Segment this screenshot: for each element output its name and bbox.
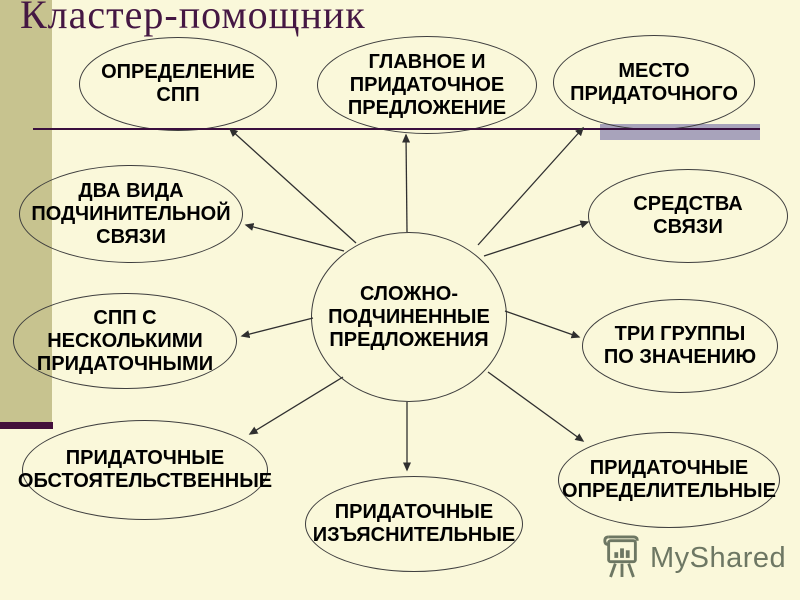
node-label: ГЛАВНОЕ И ПРИДАТОЧНОЕ ПРЕДЛОЖЕНИЕ <box>347 50 507 119</box>
node-label: ПРИДАТОЧНЫЕ ОБСТОЯТЕЛЬСТВЕННЫЕ <box>17 447 273 492</box>
easel-chart-icon <box>601 531 643 586</box>
connector-to-spp-s-neskolkimi <box>240 317 314 339</box>
node-label: МЕСТО ПРИДАТОЧНОГО <box>570 59 738 105</box>
horizontal-divider-line <box>33 128 760 130</box>
node-dva-vida-podchinitelnoy-svyazi: ДВА ВИДА ПОДЧИНИТЕЛЬНОЙ СВЯЗИ <box>19 165 243 263</box>
slide-title: Кластер-помощник <box>20 0 366 37</box>
node-label: СЛОЖНО- ПОДЧИНЕННЫЕ ПРЕДЛОЖЕНИЯ <box>328 282 490 351</box>
node-tri-gruppy-po-znacheniyu: ТРИ ГРУППЫ ПО ЗНАЧЕНИЮ <box>582 299 778 393</box>
node-label: СРЕДСТВА СВЯЗИ <box>633 193 743 238</box>
connector-to-obstoyatelstvennye <box>248 376 344 435</box>
node-spp-s-neskolkimi-pridatochnymi: СПП С НЕСКОЛЬКИМИ ПРИДАТОЧНЫМИ <box>13 293 237 389</box>
node-label: ПРИДАТОЧНЫЕ ИЗЪЯСНИТЕЛЬНЫЕ <box>312 501 516 546</box>
node-central-slozhnopodchinennye-predlozheniya: СЛОЖНО- ПОДЧИНЕННЫЕ ПРЕДЛОЖЕНИЯ <box>311 232 507 402</box>
node-mesto-pridatochnogo: МЕСТО ПРИДАТОЧНОГО <box>553 35 755 130</box>
watermark-label: MyShared <box>650 542 787 574</box>
connector-to-sredstva <box>483 220 590 257</box>
node-label: ОПРЕДЕЛЕНИЕ СПП <box>101 61 255 106</box>
node-pridatochnye-izyasnitelnye: ПРИДАТОЧНЫЕ ИЗЪЯСНИТЕЛЬНЫЕ <box>305 476 523 572</box>
node-pridatochnye-opredelitelnye: ПРИДАТОЧНЫЕ ОПРЕДЕЛИТЕЛЬНЫЕ <box>558 432 780 528</box>
node-glavnoe-i-pridatochnoe-predlozhenie: ГЛАВНОЕ И ПРИДАТОЧНОЕ ПРЕДЛОЖЕНИЕ <box>317 36 537 134</box>
left-stripe-accent-bar <box>0 422 53 429</box>
connector-to-glavnoe <box>402 133 411 233</box>
node-pridatochnye-obstoyatelstvennye: ПРИДАТОЧНЫЕ ОБСТОЯТЕЛЬСТВЕННЫЕ <box>18 420 272 520</box>
node-label: ТРИ ГРУППЫ ПО ЗНАЧЕНИЮ <box>603 323 757 368</box>
node-opredelenie-spp: ОПРЕДЕЛЕНИЕ СПП <box>79 37 277 131</box>
node-label: СПП С НЕСКОЛЬКИМИ ПРИДАТОЧНЫМИ <box>36 306 214 375</box>
connector-to-opredelenie-spp <box>228 127 357 244</box>
node-label: ДВА ВИДА ПОДЧИНИТЕЛЬНОЙ СВЯЗИ <box>31 179 231 248</box>
connector-to-mesto <box>477 126 585 246</box>
connector-to-tri-gruppy <box>504 310 581 339</box>
connector-to-dva-vida <box>244 223 345 252</box>
myshared-watermark: MyShared <box>601 531 786 586</box>
node-label: ПРИДАТОЧНЫЕ ОПРЕДЕЛИТЕЛЬНЫЕ <box>562 457 776 502</box>
node-sredstva-svyazi: СРЕДСТВА СВЯЗИ <box>588 169 788 263</box>
connector-to-opredelitelnye <box>487 371 585 442</box>
